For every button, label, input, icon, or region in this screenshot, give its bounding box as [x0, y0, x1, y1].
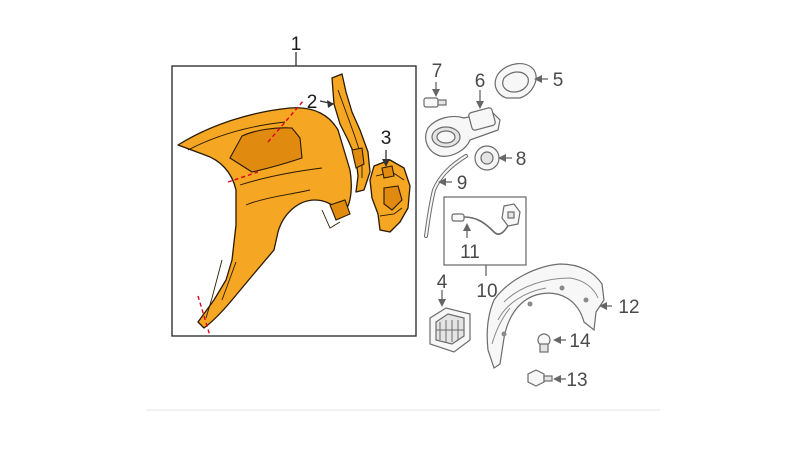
callout-6: 6 [475, 71, 486, 92]
air-vent-4[interactable] [429, 307, 471, 353]
callout-1: 1 [291, 34, 302, 55]
callout-14: 14 [569, 331, 591, 352]
callout-7: 7 [432, 61, 443, 82]
callout-9: 9 [457, 173, 468, 194]
callout-2: 2 [307, 92, 318, 113]
fuel-door-actuator-11[interactable] [451, 203, 521, 235]
clip-14[interactable] [537, 333, 551, 353]
filler-pocket-housing[interactable] [425, 107, 501, 157]
pillar-reinforcement[interactable] [331, 73, 371, 193]
grommet-8[interactable] [474, 145, 500, 171]
callout-13: 13 [566, 370, 587, 391]
callout-12: 12 [618, 297, 639, 318]
callout-3: 3 [381, 128, 392, 149]
wheel-liner-12[interactable] [486, 263, 605, 369]
screw-7[interactable] [423, 97, 447, 108]
callout-4: 4 [437, 272, 448, 293]
quarter-panel[interactable] [177, 107, 352, 329]
bolt-13[interactable] [527, 369, 553, 387]
fuel-door-housing-bracket[interactable] [369, 159, 411, 233]
callout-8: 8 [516, 149, 527, 170]
fuel-door[interactable] [494, 63, 537, 99]
assembly-box-10 [443, 196, 527, 266]
callout-11: 11 [460, 242, 480, 263]
callout-10: 10 [476, 281, 497, 302]
assembly-box-1 [171, 65, 417, 337]
callout-5: 5 [553, 70, 564, 91]
